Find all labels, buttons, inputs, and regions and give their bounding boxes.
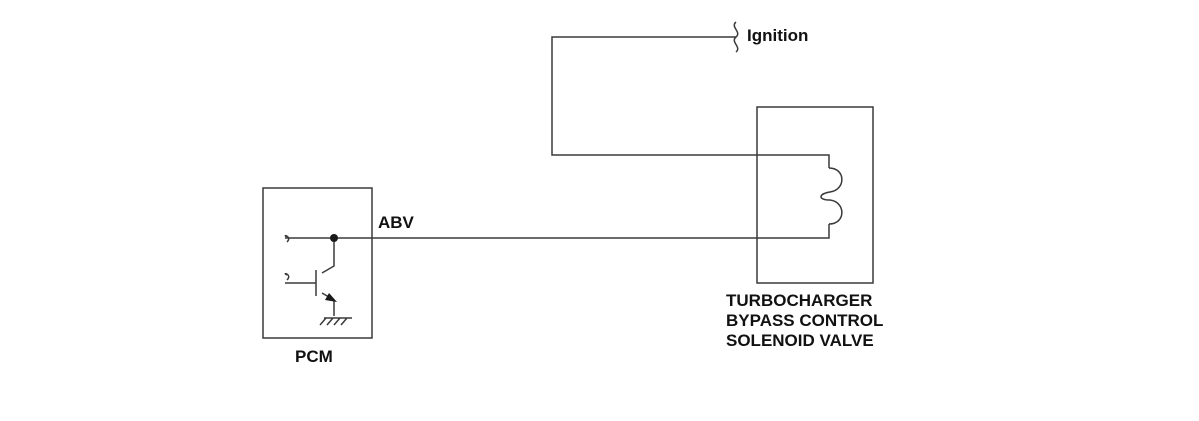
pcm-box [262, 187, 373, 339]
ground-icon [319, 317, 352, 326]
abv-label: ABV [378, 213, 415, 232]
pcm-label: PCM [295, 347, 333, 366]
solenoid-coil-icon [820, 167, 843, 225]
junction-dot [330, 234, 338, 242]
ignition-wire [551, 36, 830, 168]
solenoid-label-line3: SOLENOID VALVE [726, 331, 874, 350]
pcm-internal-wire-top [285, 237, 335, 274]
pcm-base-connector-icon [284, 272, 290, 281]
ignition-connector-icon [733, 21, 739, 53]
abv-signal-wire [334, 224, 830, 239]
pcm-input-connector-icon [284, 234, 290, 243]
solenoid-label-line2: BYPASS CONTROL [726, 311, 883, 330]
solenoid-valve-box [756, 106, 874, 284]
transistor-emitter-arrow [325, 293, 337, 302]
solenoid-label-line1: TURBOCHARGER [726, 291, 872, 310]
ignition-label: Ignition [747, 26, 808, 45]
